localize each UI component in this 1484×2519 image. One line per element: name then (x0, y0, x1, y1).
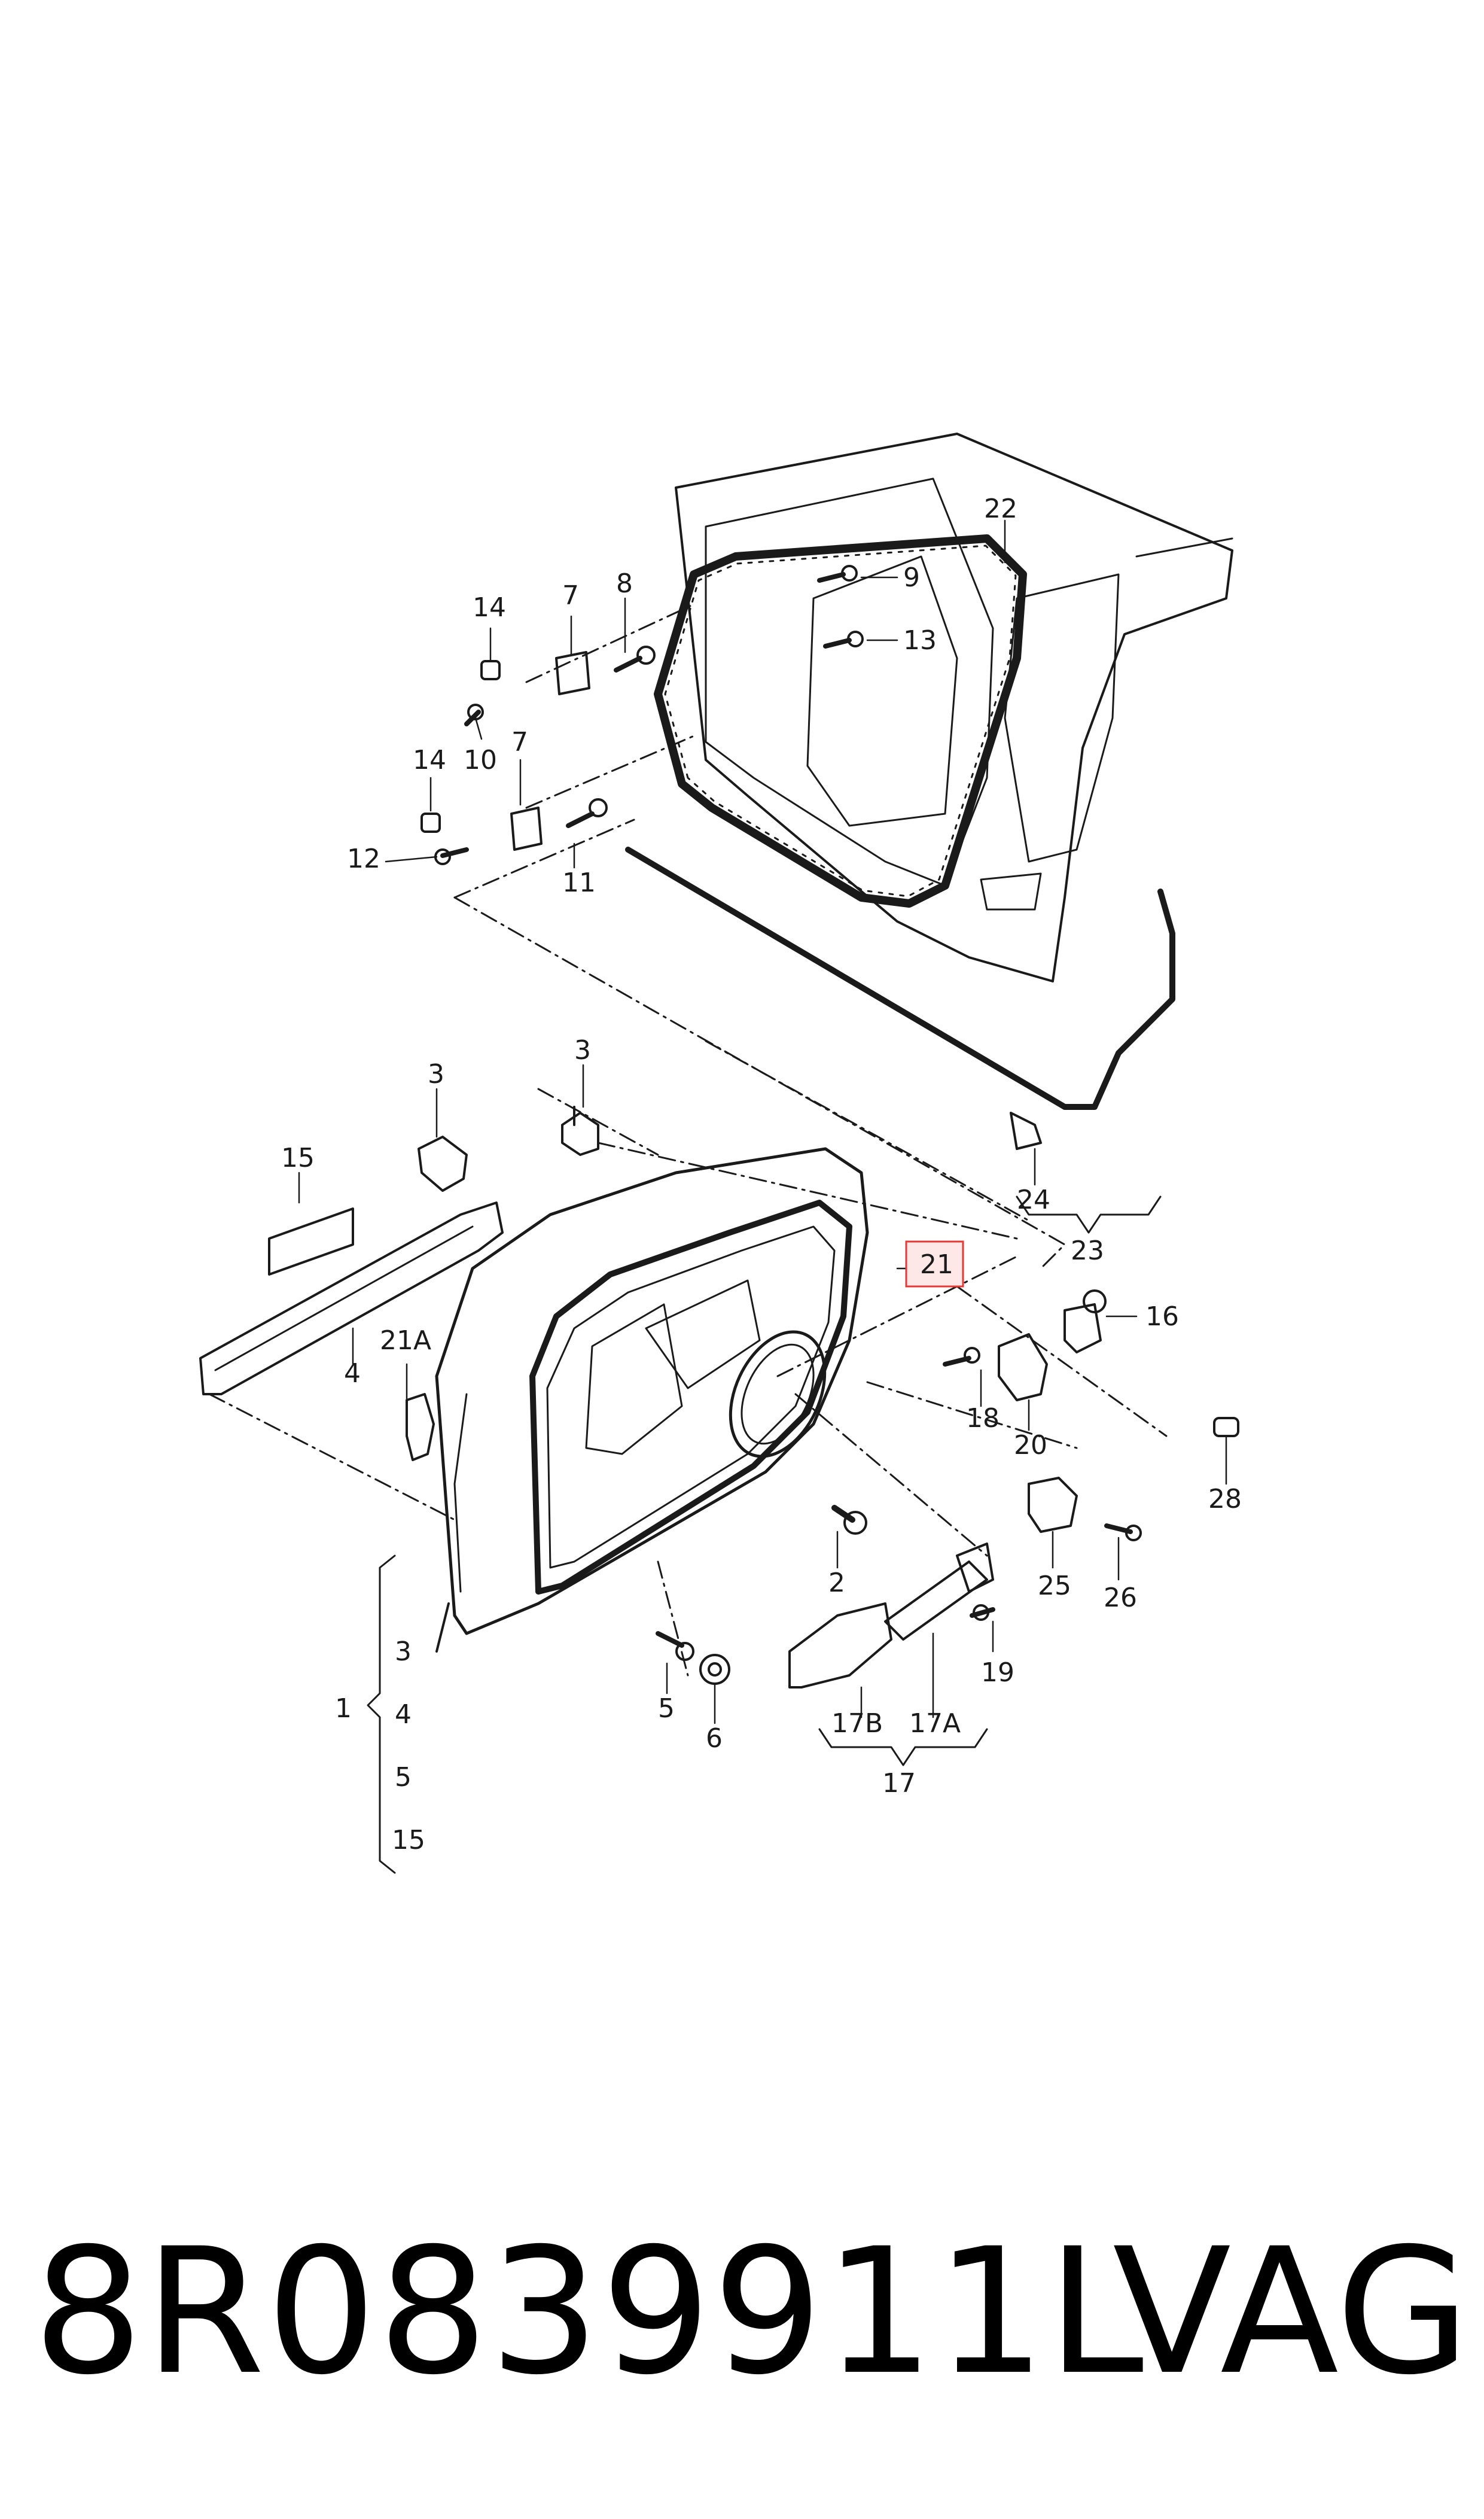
front-door-shell (435, 1147, 869, 1653)
clip-28 (1213, 1417, 1239, 1437)
callout-5: 5 (658, 1693, 675, 1724)
callout-3-list: 3 (395, 1636, 412, 1667)
callout-7-upper: 7 (562, 580, 579, 611)
bolt-19 (970, 1604, 995, 1621)
hinge-3-upper (561, 1106, 599, 1156)
door-seal-22 (654, 534, 1027, 908)
callout-3-left: 3 (428, 1059, 444, 1090)
bolt-11 (566, 798, 608, 828)
callout-28: 28 (1208, 1484, 1242, 1514)
part-4-impact-beam (199, 1201, 504, 1395)
callout-8: 8 (616, 568, 633, 599)
callout-17: 17 (882, 1768, 916, 1799)
callout-10: 10 (464, 745, 497, 775)
plug-14-upper (480, 660, 501, 680)
callout-1: 1 (335, 1693, 352, 1724)
callout-12: 12 (347, 844, 380, 874)
bolt-26 (1104, 1523, 1142, 1541)
bolt-8 (614, 646, 656, 673)
callout-17a: 17A (909, 1708, 961, 1739)
plug-14-lower (420, 813, 441, 833)
hinge-3-lower (418, 1136, 468, 1192)
bracket-group-1 (367, 1554, 396, 1874)
callout-11: 11 (562, 868, 596, 898)
bolt-9 (817, 565, 858, 583)
bracket-group-17 (818, 1728, 988, 1766)
bolt-18 (943, 1347, 980, 1367)
callout-19: 19 (981, 1657, 1014, 1688)
bolt-5 (656, 1631, 694, 1661)
callout-18: 18 (966, 1403, 1000, 1434)
callout-21: 21 (920, 1249, 953, 1280)
stud-24 (1010, 1112, 1042, 1150)
bracket-25 (1028, 1477, 1078, 1533)
callout-4-list: 4 (395, 1699, 412, 1730)
nut-6 (699, 1654, 730, 1685)
bolt-12 (434, 847, 469, 865)
part-15-pad (268, 1207, 354, 1276)
check-strap-cover-17b (788, 1602, 892, 1689)
sill-seal-23 (625, 847, 1175, 1110)
highlight-box-21 (905, 1240, 964, 1288)
bolt-10 (464, 704, 484, 726)
callout-20: 20 (1014, 1430, 1047, 1461)
brand-text: VAG (1113, 2211, 1470, 2413)
assembly-leader-lines (208, 603, 1168, 1677)
callout-4-top: 4 (344, 1358, 361, 1389)
cover-20 (998, 1333, 1048, 1401)
bracket-16 (1064, 1289, 1107, 1353)
callout-22: 22 (984, 494, 1017, 524)
callout-13: 13 (903, 625, 937, 656)
callout-23: 23 (1071, 1236, 1104, 1266)
callout-24: 24 (1017, 1185, 1050, 1215)
hinge-plate-7-upper (555, 651, 590, 695)
callout-3-top: 3 (574, 1035, 591, 1066)
stud-2 (831, 1505, 867, 1535)
callout-14-upper: 14 (473, 592, 506, 623)
callout-15-list: 15 (392, 1825, 425, 1855)
bracket-group-23 (1016, 1195, 1162, 1234)
part-21a-cover (406, 1393, 435, 1461)
callout-9: 9 (903, 562, 920, 593)
callout-labels: 14 7 8 9 13 22 10 14 7 12 11 3 3 15 24 2… (281, 494, 1242, 1855)
callout-17b: 17B (831, 1708, 883, 1739)
callout-14-lower: 14 (413, 745, 446, 775)
callout-15-top: 15 (281, 1143, 315, 1173)
callout-21a: 21A (380, 1325, 431, 1356)
body-side-panel (675, 433, 1233, 982)
callout-7-lower: 7 (511, 727, 528, 757)
callout-26: 26 (1104, 1583, 1137, 1613)
bolt-13 (823, 631, 864, 649)
callout-16: 16 (1145, 1301, 1179, 1332)
check-strap-17a (884, 1543, 994, 1641)
callout-6: 6 (706, 1723, 723, 1754)
callout-2: 2 (828, 1568, 845, 1598)
callout-25: 25 (1038, 1571, 1071, 1601)
callout-5-list: 5 (395, 1762, 412, 1793)
part-number-text: 8R0839911L (33, 2211, 1145, 2413)
hinge-plate-7-lower (510, 807, 543, 851)
callout-leaders (298, 519, 1227, 1724)
